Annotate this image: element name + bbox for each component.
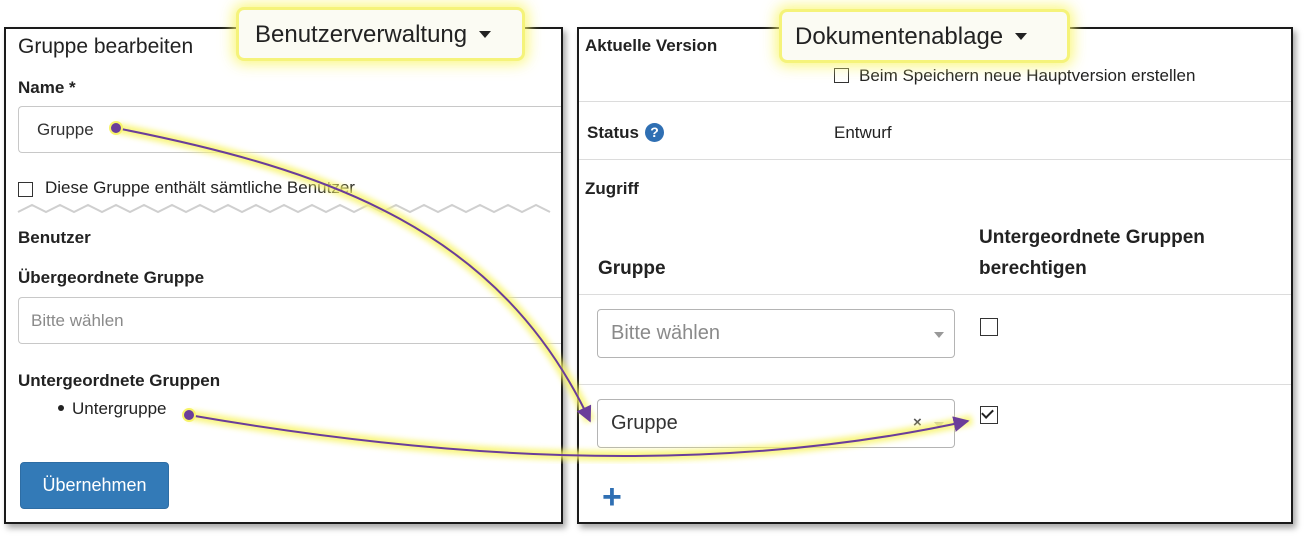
group-select[interactable]: Bitte wählen [597,309,955,358]
group-select[interactable]: Gruppe × [597,399,955,448]
status-value: Entwurf [834,123,892,142]
column-header-subgroups-line2: berechtigen [979,258,1087,279]
new-major-version-label: Beim Speichern neue Hauptversion erstell… [859,66,1196,85]
name-input[interactable] [18,106,561,153]
subgroups-authorized-checkbox-checked[interactable] [980,406,998,424]
add-row-plus-icon[interactable]: + [602,478,622,516]
new-major-version-checkbox[interactable] [834,68,849,83]
column-header-subgroups: Untergeordnete Gruppen [979,227,1205,248]
user-management-tag[interactable]: Benutzerverwaltung [239,10,522,58]
dropdown-caret-icon [1015,33,1028,40]
divider [579,101,1291,102]
caret-down-icon [934,332,944,338]
parent-group-label: Übergeordnete Gruppe [18,268,205,287]
help-icon[interactable]: ? [644,123,664,142]
divider [579,294,1291,295]
all-users-checkbox[interactable] [18,182,33,197]
column-header-group: Gruppe [598,258,666,279]
caret-down-icon [934,422,944,428]
divider [579,159,1291,160]
clear-icon[interactable]: × [913,414,922,431]
status-label: Status? [587,123,664,143]
subgroup-name: Untergruppe [72,399,167,418]
panel-title: Gruppe bearbeiten [18,35,194,58]
bullet-icon [58,405,64,411]
parent-group-select[interactable] [18,297,561,344]
group-edit-panel: Gruppe bearbeiten Name * Diese Gruppe en… [4,27,563,524]
document-storage-tag[interactable]: Dokumentenablage [782,12,1067,60]
dropdown-caret-icon [479,31,492,38]
subgroups-authorized-checkbox[interactable] [980,318,998,336]
subgroups-label: Untergeordnete Gruppen [18,371,221,390]
document-storage-panel: Aktuelle Version Beim Speichern neue Hau… [577,27,1293,524]
apply-button[interactable]: Übernehmen [20,462,169,509]
users-label: Benutzer [18,228,91,247]
subgroup-list-item: Untergruppe [58,399,167,419]
access-label: Zugriff [585,179,639,198]
name-label: Name * [18,78,76,97]
divider [579,384,1291,385]
all-users-label: Diese Gruppe enthält sämtliche Benutzer [45,178,355,197]
torn-edge-divider [6,203,561,223]
current-version-label: Aktuelle Version [585,36,718,55]
